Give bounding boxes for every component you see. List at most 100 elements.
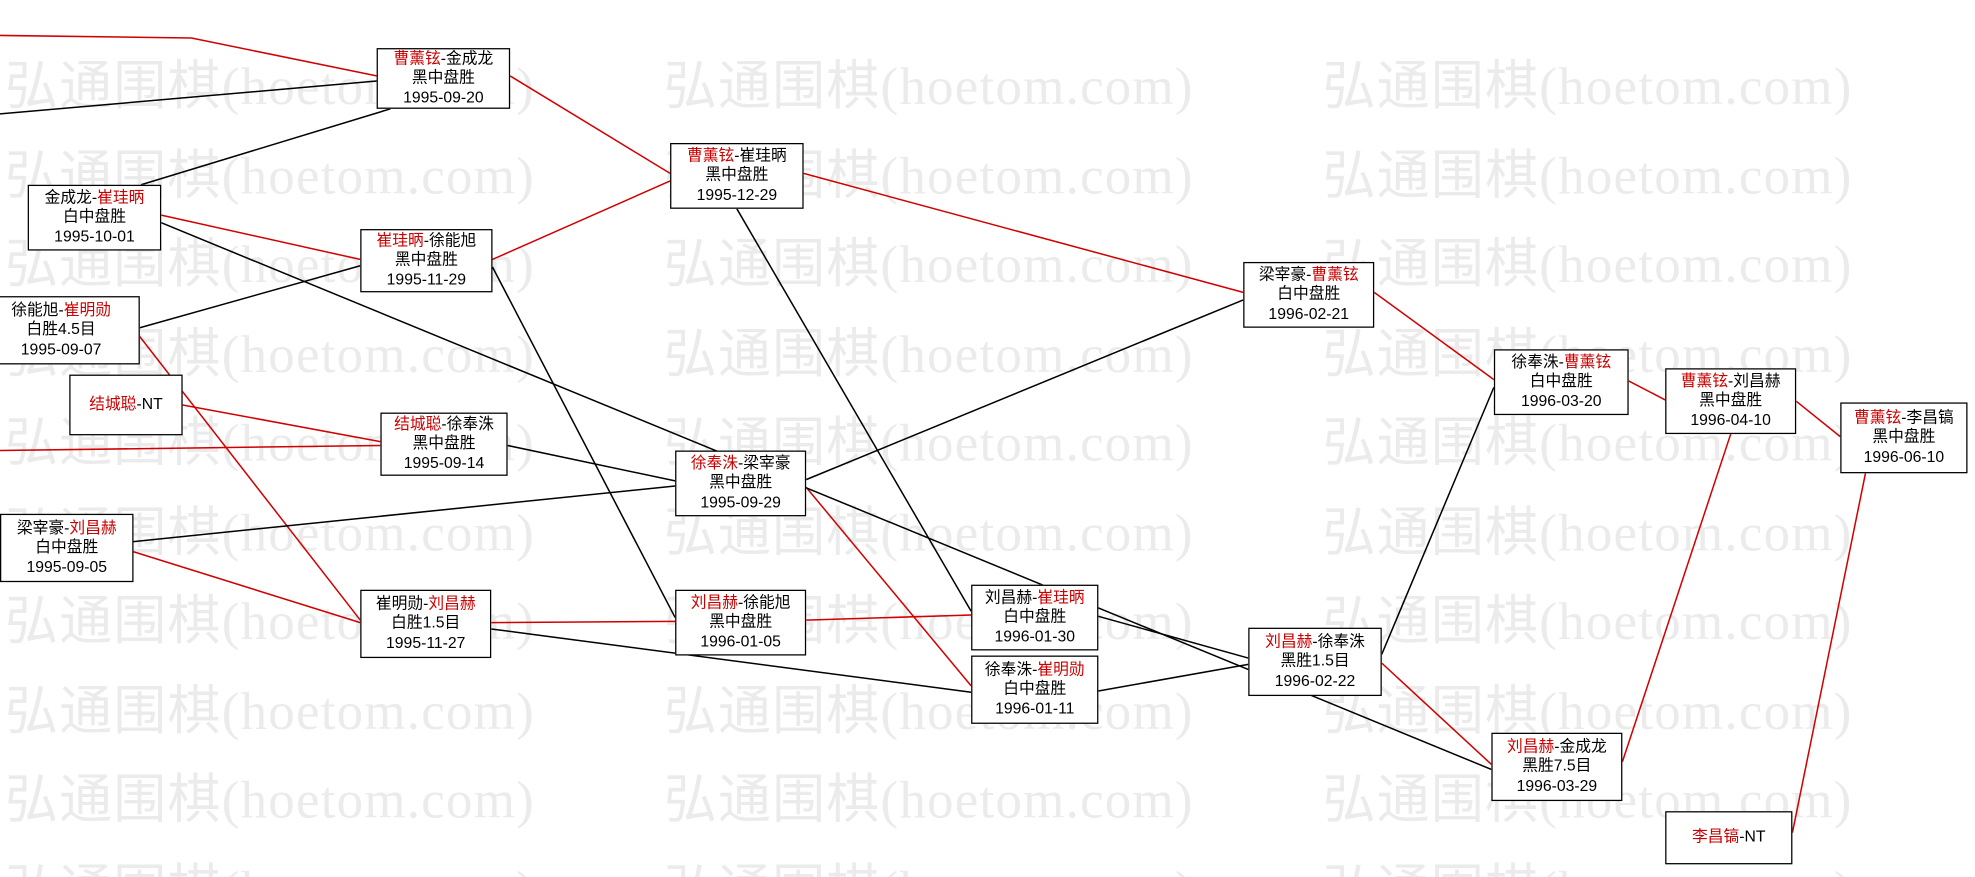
vs-separator: - bbox=[1032, 660, 1038, 678]
vs-separator: - bbox=[1558, 352, 1564, 371]
bracket-edge-red bbox=[803, 172, 1244, 294]
player2: 李昌镐 bbox=[1906, 408, 1954, 427]
match-result: 黑中盘胜 bbox=[411, 68, 475, 87]
match-date: 1995-10-01 bbox=[54, 227, 135, 246]
match-result: 白中盘胜 bbox=[1529, 372, 1593, 391]
watermark-text: 弘通围棋(hoetom.com) bbox=[663, 58, 1194, 117]
watermark-text: 弘通围棋(hoetom.com) bbox=[5, 682, 536, 741]
player2: 徐奉洙 bbox=[446, 414, 494, 433]
players: 结城聪-徐奉洙 bbox=[394, 415, 494, 435]
vs-separator: - bbox=[1312, 632, 1318, 651]
match-date: 1996-04-10 bbox=[1690, 410, 1771, 429]
player1: 曹薰铉 bbox=[1853, 408, 1902, 427]
player1: 梁宰豪 bbox=[1258, 265, 1307, 284]
player1: 结城聪 bbox=[394, 414, 442, 433]
watermark-text: 弘通围棋(hoetom.com) bbox=[663, 236, 1194, 295]
player2: 徐能旭 bbox=[428, 231, 477, 249]
match-result: 黑中盘胜 bbox=[412, 434, 476, 453]
bracket-edge-red bbox=[1628, 380, 1666, 401]
bracket-edge-black bbox=[1098, 663, 1249, 692]
bracket-edge-red bbox=[805, 486, 972, 687]
bracket-edge-black bbox=[1381, 386, 1495, 655]
bracket-edge-red bbox=[0, 34, 192, 39]
player1: 金成龙 bbox=[44, 188, 92, 206]
player2: 崔珪昞 bbox=[97, 188, 145, 206]
watermark-text: 弘通围棋(hoetom.com) bbox=[663, 682, 1194, 741]
bracket-edge-black bbox=[507, 444, 676, 482]
player2: NT bbox=[141, 395, 163, 413]
player2: NT bbox=[1744, 827, 1766, 846]
players: 崔明勋-刘昌赫 bbox=[376, 594, 476, 614]
match-result: 黑中盘胜 bbox=[1872, 428, 1936, 446]
player1: 曹薰铉 bbox=[393, 49, 441, 67]
match-date: 1995-09-29 bbox=[700, 493, 781, 511]
match-result: 黑胜7.5目 bbox=[1522, 757, 1592, 775]
vs-separator: - bbox=[64, 518, 70, 537]
bracket-edge-black bbox=[133, 485, 676, 543]
bracket-edge-red bbox=[492, 180, 671, 261]
bracket-edge-red bbox=[182, 404, 381, 443]
match-box[interactable]: 李昌镐-NT bbox=[1665, 811, 1793, 865]
vs-separator: - bbox=[1901, 408, 1907, 427]
player2: 曹薰铉 bbox=[1563, 352, 1612, 371]
player1: 徐奉洙 bbox=[690, 453, 739, 472]
match-result: 白中盘胜 bbox=[1003, 607, 1067, 626]
players: 徐能旭-崔明勋 bbox=[11, 301, 111, 321]
player1: 结城聪 bbox=[89, 395, 137, 413]
player2: 崔明勋 bbox=[1037, 660, 1085, 678]
match-result: 黑中盘胜 bbox=[394, 250, 458, 269]
watermark-text: 弘通围棋(hoetom.com) bbox=[5, 771, 536, 831]
vs-separator: - bbox=[91, 188, 98, 206]
player2: 金成龙 bbox=[1559, 737, 1607, 756]
vs-separator: - bbox=[1032, 588, 1038, 606]
player2: 梁宰豪 bbox=[743, 453, 791, 472]
match-result: 黑胜1.5目 bbox=[1280, 652, 1350, 670]
bracket-edge-black bbox=[140, 108, 391, 186]
vs-separator: - bbox=[738, 453, 744, 472]
vs-separator: - bbox=[738, 593, 744, 611]
match-result: 白中盘胜 bbox=[1003, 679, 1067, 698]
player2: 崔明勋 bbox=[63, 300, 111, 319]
watermark-text: 弘通围棋(hoetom.com) bbox=[1322, 682, 1853, 741]
player2: 刘昌赫 bbox=[69, 518, 117, 537]
player1: 曹薰铉 bbox=[1680, 371, 1729, 390]
match-result: 白中盘胜 bbox=[1277, 285, 1341, 303]
player1: 刘昌赫 bbox=[1265, 632, 1313, 651]
match-result: 黑中盘胜 bbox=[705, 166, 769, 184]
match-result: 白胜1.5目 bbox=[391, 614, 461, 632]
match-box[interactable]: 结城聪-NT bbox=[69, 374, 183, 436]
bracket-edge-red bbox=[0, 444, 381, 452]
match-result: 黑中盘胜 bbox=[709, 473, 773, 492]
players: 李昌镐-NT bbox=[1692, 828, 1766, 848]
match-date: 1996-01-30 bbox=[994, 627, 1076, 646]
player2: 曹薰铉 bbox=[1311, 265, 1359, 284]
vs-separator: - bbox=[1739, 827, 1745, 846]
vs-separator: - bbox=[441, 414, 447, 433]
player1: 崔珪昞 bbox=[376, 231, 424, 249]
vs-separator: - bbox=[423, 594, 429, 613]
vs-separator: - bbox=[423, 231, 429, 249]
watermark-text: 弘通围棋(hoetom.com) bbox=[1322, 58, 1853, 117]
players: 崔珪昞-徐能旭 bbox=[376, 231, 476, 251]
player1: 徐能旭 bbox=[11, 300, 59, 319]
bracket-edge-red bbox=[1621, 433, 1732, 763]
match-result: 黑中盘胜 bbox=[1699, 391, 1763, 410]
